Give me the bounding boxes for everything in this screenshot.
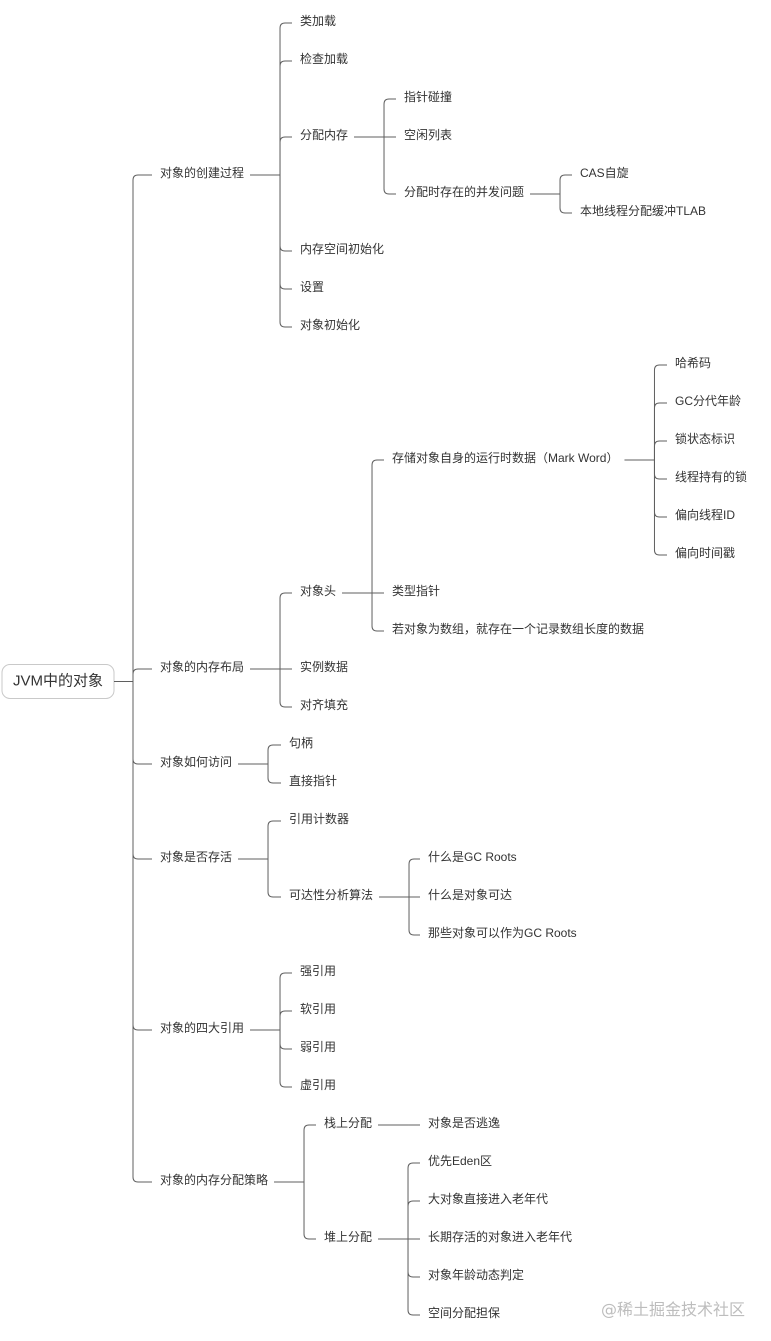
- connector: [279, 175, 292, 252]
- node-软引用: 软引用: [300, 1002, 336, 1016]
- node-实例数据: 实例数据: [300, 659, 348, 674]
- connector: [408, 858, 420, 897]
- node-引用计数器: 引用计数器: [289, 811, 349, 826]
- node-对象头: 对象头: [300, 584, 336, 598]
- connector: [407, 1200, 420, 1239]
- node-堆上分配: 堆上分配: [324, 1230, 372, 1244]
- node-线程持有的锁: 线程持有的锁: [675, 469, 747, 484]
- node-什么是对象可达: 什么是对象可达: [428, 888, 512, 902]
- watermark: @稀土掘金技术社区: [601, 1300, 746, 1319]
- node-对象的内存布局: 对象的内存布局: [160, 659, 244, 674]
- node-对象是否逃逸: 对象是否逃逸: [428, 1116, 500, 1130]
- node-对象是否存活: 对象是否存活: [160, 850, 232, 864]
- connector: [279, 136, 292, 175]
- connector: [653, 440, 667, 460]
- connector: [267, 859, 281, 898]
- connector: [279, 22, 292, 175]
- connector: [371, 459, 384, 593]
- node-空间分配担保: 空间分配担保: [428, 1306, 500, 1320]
- node-锁状态标识: 锁状态标识: [675, 431, 735, 446]
- connector: [279, 175, 292, 290]
- node-偏向时间戳: 偏向时间戳: [675, 545, 735, 560]
- node-栈上分配: 栈上分配: [324, 1115, 372, 1130]
- node-对象初始化: 对象初始化: [300, 318, 360, 332]
- node-对象的内存分配策略: 对象的内存分配策略: [160, 1172, 268, 1187]
- connector: [267, 744, 281, 764]
- node-设置: 设置: [300, 280, 324, 294]
- connector: [132, 681, 152, 1031]
- connector: [132, 174, 152, 682]
- node-cas自旋: CAS自旋: [580, 166, 629, 180]
- node-空闲列表: 空闲列表: [404, 128, 452, 142]
- node-什么是gc-roots: 什么是GC Roots: [428, 850, 517, 864]
- connector: [371, 593, 384, 632]
- node-虚引用: 虚引用: [300, 1078, 336, 1092]
- connector: [653, 460, 667, 518]
- node-对象如何访问: 对象如何访问: [160, 754, 232, 769]
- node-直接指针: 直接指针: [289, 773, 337, 788]
- node-长期存活的对象进入老年代: 长期存活的对象进入老年代: [428, 1229, 572, 1244]
- connector: [279, 1010, 292, 1030]
- connector: [383, 137, 396, 195]
- node-对齐填充: 对齐填充: [300, 697, 348, 712]
- node-优先eden区: 优先Eden区: [428, 1154, 492, 1168]
- connector: [279, 669, 292, 708]
- connector: [383, 98, 396, 137]
- node-分配内存: 分配内存: [300, 128, 348, 142]
- connector: [279, 60, 292, 175]
- node-若对象为数组-就存在一个记录数组长度的数据: 若对象为数组，就存在一个记录数组长度的数据: [392, 621, 644, 636]
- root-node: JVM中的对象: [13, 672, 103, 689]
- connector: [279, 175, 292, 328]
- connector: [279, 1030, 292, 1088]
- connector: [279, 972, 292, 1030]
- connector: [132, 681, 152, 1183]
- connector: [303, 1182, 316, 1240]
- node-指针碰撞: 指针碰撞: [404, 89, 452, 104]
- node-对象年龄动态判定: 对象年龄动态判定: [428, 1267, 524, 1282]
- node-分配时存在的并发问题: 分配时存在的并发问题: [404, 184, 524, 199]
- connector: [279, 1030, 292, 1050]
- connector: [132, 681, 152, 765]
- connector: [559, 194, 572, 214]
- connector: [267, 820, 281, 859]
- node-存储对象自身的运行时数据-mark-word: 存储对象自身的运行时数据（Mark Word）: [392, 450, 618, 465]
- connector: [653, 460, 667, 556]
- connector: [407, 1162, 420, 1239]
- connector: [303, 1124, 316, 1182]
- node-检查加载: 检查加载: [300, 51, 348, 66]
- connector: [132, 668, 152, 682]
- node-本地线程分配缓冲tlab: 本地线程分配缓冲TLAB: [580, 203, 706, 218]
- node-哈希码: 哈希码: [675, 355, 711, 370]
- connector: [653, 460, 667, 480]
- node-类型指针: 类型指针: [392, 583, 440, 598]
- connector: [267, 764, 281, 784]
- node-可达性分析算法: 可达性分析算法: [289, 887, 373, 902]
- node-那些对象可以作为gc-roots: 那些对象可以作为GC Roots: [428, 926, 577, 940]
- node-对象的创建过程: 对象的创建过程: [160, 165, 244, 180]
- node-强引用: 强引用: [300, 964, 336, 978]
- node-大对象直接进入老年代: 大对象直接进入老年代: [428, 1191, 548, 1206]
- node-内存空间初始化: 内存空间初始化: [300, 242, 384, 256]
- connector: [408, 897, 420, 936]
- connector: [653, 364, 667, 460]
- node-对象的四大引用: 对象的四大引用: [160, 1020, 244, 1035]
- node-弱引用: 弱引用: [300, 1040, 336, 1054]
- node-句柄: 句柄: [289, 736, 313, 750]
- connector: [279, 592, 292, 669]
- node-gc分代年龄: GC分代年龄: [675, 394, 741, 408]
- connector: [559, 174, 572, 194]
- node-偏向线程id: 偏向线程ID: [675, 507, 735, 522]
- connector: [132, 681, 152, 860]
- connector: [407, 1239, 420, 1278]
- connector: [407, 1239, 420, 1316]
- node-类加载: 类加载: [300, 14, 336, 28]
- connector: [653, 402, 667, 460]
